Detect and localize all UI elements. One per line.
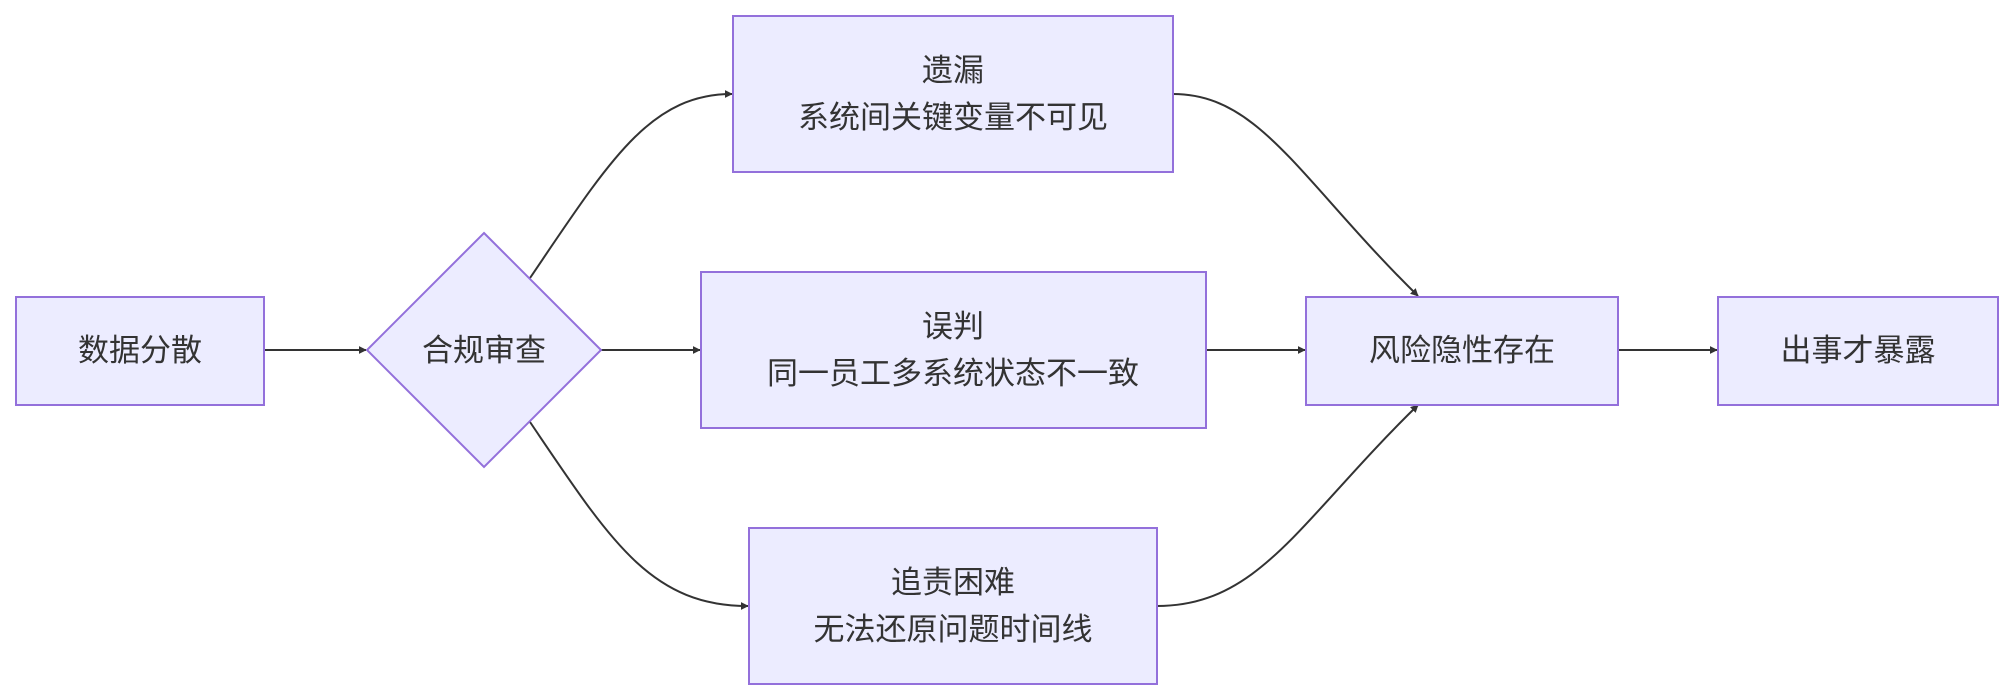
node-omission: 遗漏 系统间关键变量不可见	[732, 15, 1174, 173]
node-accountability-title: 追责困难	[891, 565, 1015, 601]
node-misjudge-title: 误判	[922, 309, 984, 345]
node-misjudge: 误判 同一员工多系统状态不一致	[700, 271, 1207, 429]
node-exposed-label: 出事才暴露	[1781, 333, 1936, 369]
node-omission-desc: 系统间关键变量不可见	[798, 100, 1108, 136]
edges	[264, 90, 1718, 610]
node-compliance-audit: 合规审查	[365, 231, 603, 469]
node-hidden-risk-label: 风险隐性存在	[1369, 333, 1555, 369]
node-hidden-risk: 风险隐性存在	[1305, 296, 1619, 406]
node-accountability-desc: 无法还原问题时间线	[814, 612, 1093, 648]
node-accountability: 追责困难 无法还原问题时间线	[748, 527, 1158, 685]
edge-audit-to-accountability	[529, 421, 749, 610]
node-scattered-data: 数据分散	[15, 296, 265, 406]
node-misjudge-desc: 同一员工多系统状态不一致	[767, 356, 1139, 392]
edge-audit-to-omission	[529, 90, 733, 279]
node-scattered-data-box	[15, 296, 265, 406]
node-exposed: 出事才暴露	[1717, 296, 1999, 406]
edge-accountability-to-risk	[1156, 404, 1419, 607]
node-misjudge-box	[700, 271, 1207, 429]
node-omission-box	[732, 15, 1174, 173]
node-hidden-risk-box	[1305, 296, 1619, 406]
edge-omission-to-risk	[1172, 93, 1419, 297]
node-scattered-data-label: 数据分散	[78, 333, 202, 369]
node-exposed-box	[1717, 296, 1999, 406]
node-compliance-audit-diamond	[365, 231, 603, 469]
node-omission-title: 遗漏	[922, 53, 984, 89]
node-accountability-box	[748, 527, 1158, 685]
node-compliance-audit-label: 合规审查	[422, 333, 546, 369]
